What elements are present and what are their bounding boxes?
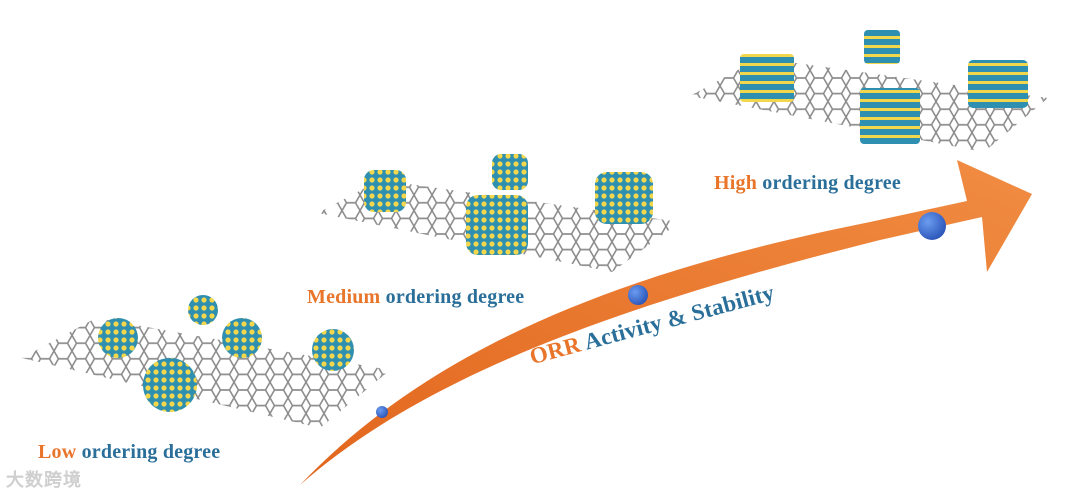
nanoparticle <box>143 358 197 412</box>
nanoparticle <box>98 318 138 358</box>
stage-label-text: ordering degree <box>757 172 901 194</box>
stage-label-low: Low ordering degree <box>38 441 220 464</box>
nanoparticle <box>492 154 528 190</box>
nanoparticle <box>222 318 262 358</box>
stage-label-highlight: High <box>714 172 758 194</box>
nanoparticle <box>364 170 406 212</box>
marker-dot-high <box>918 212 946 240</box>
stage-label-highlight: Low <box>38 441 77 463</box>
stage-label-text: ordering degree <box>76 441 221 463</box>
nanoparticle <box>595 172 653 224</box>
nanoparticles-medium <box>364 154 653 255</box>
stage-label-highlight: Medium <box>307 286 381 308</box>
marker-dot-medium <box>628 285 648 305</box>
stage-label-text: ordering degree <box>380 286 525 308</box>
marker-dot-low <box>376 406 388 418</box>
nanoparticle <box>860 88 920 144</box>
nanoparticles-low <box>98 295 354 412</box>
nanoparticle <box>740 54 794 102</box>
stage-label-high: High ordering degree <box>714 172 901 195</box>
watermark: 大数跨境 <box>6 466 82 492</box>
stage-label-medium: Medium ordering degree <box>307 286 524 309</box>
nanoparticle <box>188 295 218 325</box>
watermark-text: 大数跨境 <box>6 470 82 491</box>
nanoparticle <box>312 329 354 371</box>
nanoparticle <box>968 60 1028 108</box>
progress-arrow <box>300 160 1032 485</box>
nanoparticle <box>466 195 528 255</box>
nanoparticle <box>864 30 900 64</box>
nanoparticles-high <box>740 30 1028 144</box>
